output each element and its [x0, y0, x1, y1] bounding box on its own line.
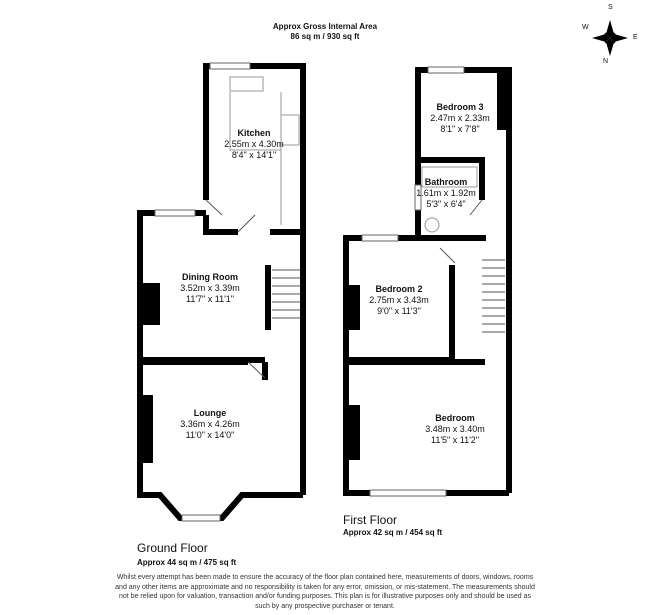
room-kitchen: Kitchen 2.55m x 4.30m 8'4" x 14'1" — [214, 128, 294, 161]
chimney-breast — [140, 283, 160, 325]
room-imperial: 8'1" x 7'8" — [440, 124, 480, 134]
first-floor-area: Approx 42 sq m / 454 sq ft — [343, 528, 443, 537]
room-metric: 1.61m x 1.92m — [416, 188, 476, 198]
door-swings — [205, 199, 483, 379]
window — [154, 209, 196, 217]
compass-label-e: E — [633, 34, 638, 41]
room-name: Bedroom 3 — [436, 102, 484, 112]
room-bedroom-2: Bedroom 2 2.75m x 3.43m 9'0" x 11'3" — [359, 284, 439, 317]
bath — [421, 166, 478, 188]
compass-label-n: N — [603, 58, 609, 65]
room-metric: 2.55m x 4.30m — [224, 139, 284, 149]
room-name: Bedroom 2 — [375, 284, 423, 294]
kitchen-walls — [203, 63, 306, 235]
ground-stairs — [272, 269, 300, 319]
room-metric: 3.48m x 3.40m — [425, 424, 485, 434]
room-name: Bedroom — [435, 413, 475, 423]
sink — [229, 76, 264, 92]
window — [361, 234, 399, 242]
compass-rose-icon — [592, 20, 628, 56]
compass-label-w: W — [582, 24, 589, 31]
room-bathroom: Bathroom 1.61m x 1.92m 5'3" x 6'4" — [411, 177, 481, 210]
room-lounge: Lounge 3.36m x 4.26m 11'0" x 14'0" — [170, 408, 250, 441]
ground-floor-area: Approx 44 sq m / 475 sq ft — [137, 558, 237, 567]
chimney-breast — [497, 72, 511, 130]
window — [369, 489, 447, 497]
room-name: Lounge — [193, 408, 227, 418]
room-imperial: 11'5" x 11'2" — [430, 435, 480, 445]
header-area: 86 sq m / 930 sq ft — [290, 32, 360, 41]
header-title: Approx Gross Internal Area — [272, 22, 378, 31]
room-bedroom: Bedroom 3.48m x 3.40m 11'5" x 11'2" — [415, 413, 495, 446]
first-floor-label: First Floor — [343, 513, 397, 527]
room-dining-room: Dining Room 3.52m x 3.39m 11'7" x 11'1" — [170, 272, 250, 305]
lounge-walls — [137, 359, 303, 521]
chimney-breast — [346, 285, 360, 330]
toilet — [424, 217, 440, 233]
chimney-breast — [346, 405, 360, 460]
room-metric: 2.75m x 3.43m — [369, 295, 429, 305]
room-imperial: 11'7" x 11'1" — [185, 294, 235, 304]
room-imperial: 9'0" x 11'3" — [377, 306, 421, 316]
chimney-breast — [140, 395, 153, 463]
first-stairs — [482, 259, 505, 333]
room-name: Kitchen — [237, 128, 271, 138]
ground-floor-label: Ground Floor — [137, 541, 208, 555]
room-metric: 3.52m x 3.39m — [180, 283, 240, 293]
room-name: Dining Room — [182, 272, 238, 282]
dining-walls — [137, 210, 306, 495]
room-imperial: 8'4" x 14'1" — [231, 150, 277, 160]
compass-label-s: S — [608, 4, 613, 11]
room-imperial: 5'3" x 6'4" — [426, 199, 466, 209]
room-name: Bathroom — [424, 177, 468, 187]
room-bedroom-3: Bedroom 3 2.47m x 2.33m 8'1" x 7'8" — [420, 102, 500, 135]
room-metric: 3.36m x 4.26m — [180, 419, 240, 429]
room-imperial: 11'0" x 14'0" — [185, 430, 235, 440]
window — [414, 184, 422, 211]
kitchen-worktop — [229, 92, 282, 225]
disclaimer: Whilst every attempt has been made to en… — [115, 574, 535, 610]
bay-window — [181, 514, 221, 522]
room-metric: 2.47m x 2.33m — [430, 113, 490, 123]
window — [209, 62, 251, 70]
window — [427, 66, 465, 74]
